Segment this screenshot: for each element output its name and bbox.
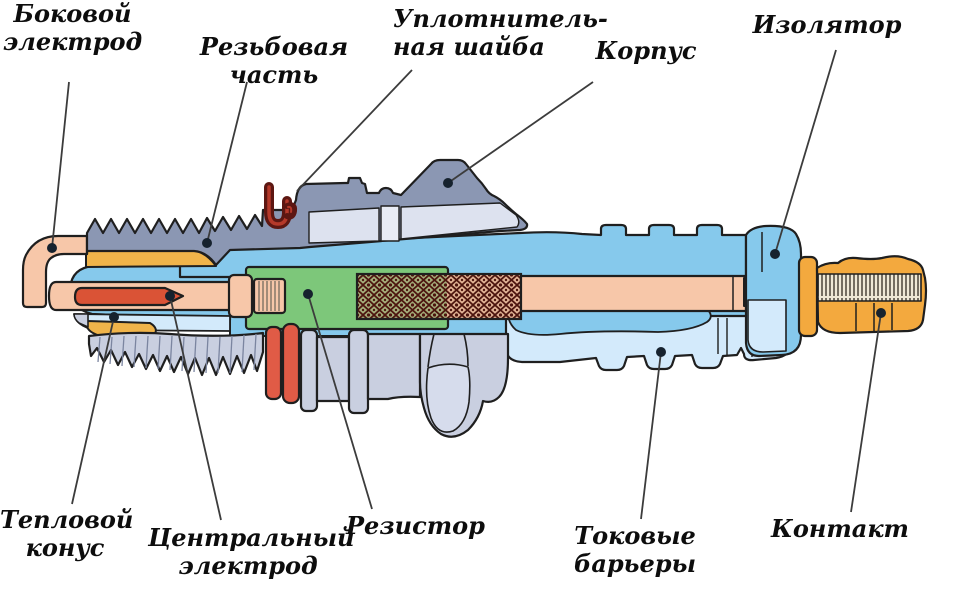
conductive-seal-shape [355, 272, 523, 321]
label-contact: Контакт [771, 514, 909, 543]
contact-shape [797, 255, 928, 338]
label-current-barriers: Токовые барьеры [574, 521, 696, 578]
lower-shell-shape [73, 313, 510, 438]
electrode-core-shape [73, 286, 185, 307]
label-resistor: Резистор [346, 511, 485, 540]
sealing-washer-shape [264, 182, 298, 230]
insulator-cap-shape [744, 224, 803, 358]
leader-dots [47, 178, 886, 357]
lower-threads-shape [87, 331, 265, 377]
leader-lines [47, 49, 886, 521]
label-heat-cone: Тепловой конус [0, 505, 134, 562]
label-side-electrode: Боковой электрод [2, 0, 143, 56]
label-housing: Корпус [595, 36, 697, 65]
label-threaded-part: Резьбовая часть [199, 32, 349, 89]
side-electrode-shape [21, 234, 89, 309]
knurl-band-shape [817, 273, 922, 302]
label-insulator: Изолятор [752, 10, 902, 39]
label-central-electrode: Центральный электрод [148, 523, 355, 580]
inner-gasket-shape [264, 322, 301, 405]
housing-shape [85, 158, 529, 267]
label-sealing-washer: Уплотнитель- ная шайба [393, 4, 608, 61]
